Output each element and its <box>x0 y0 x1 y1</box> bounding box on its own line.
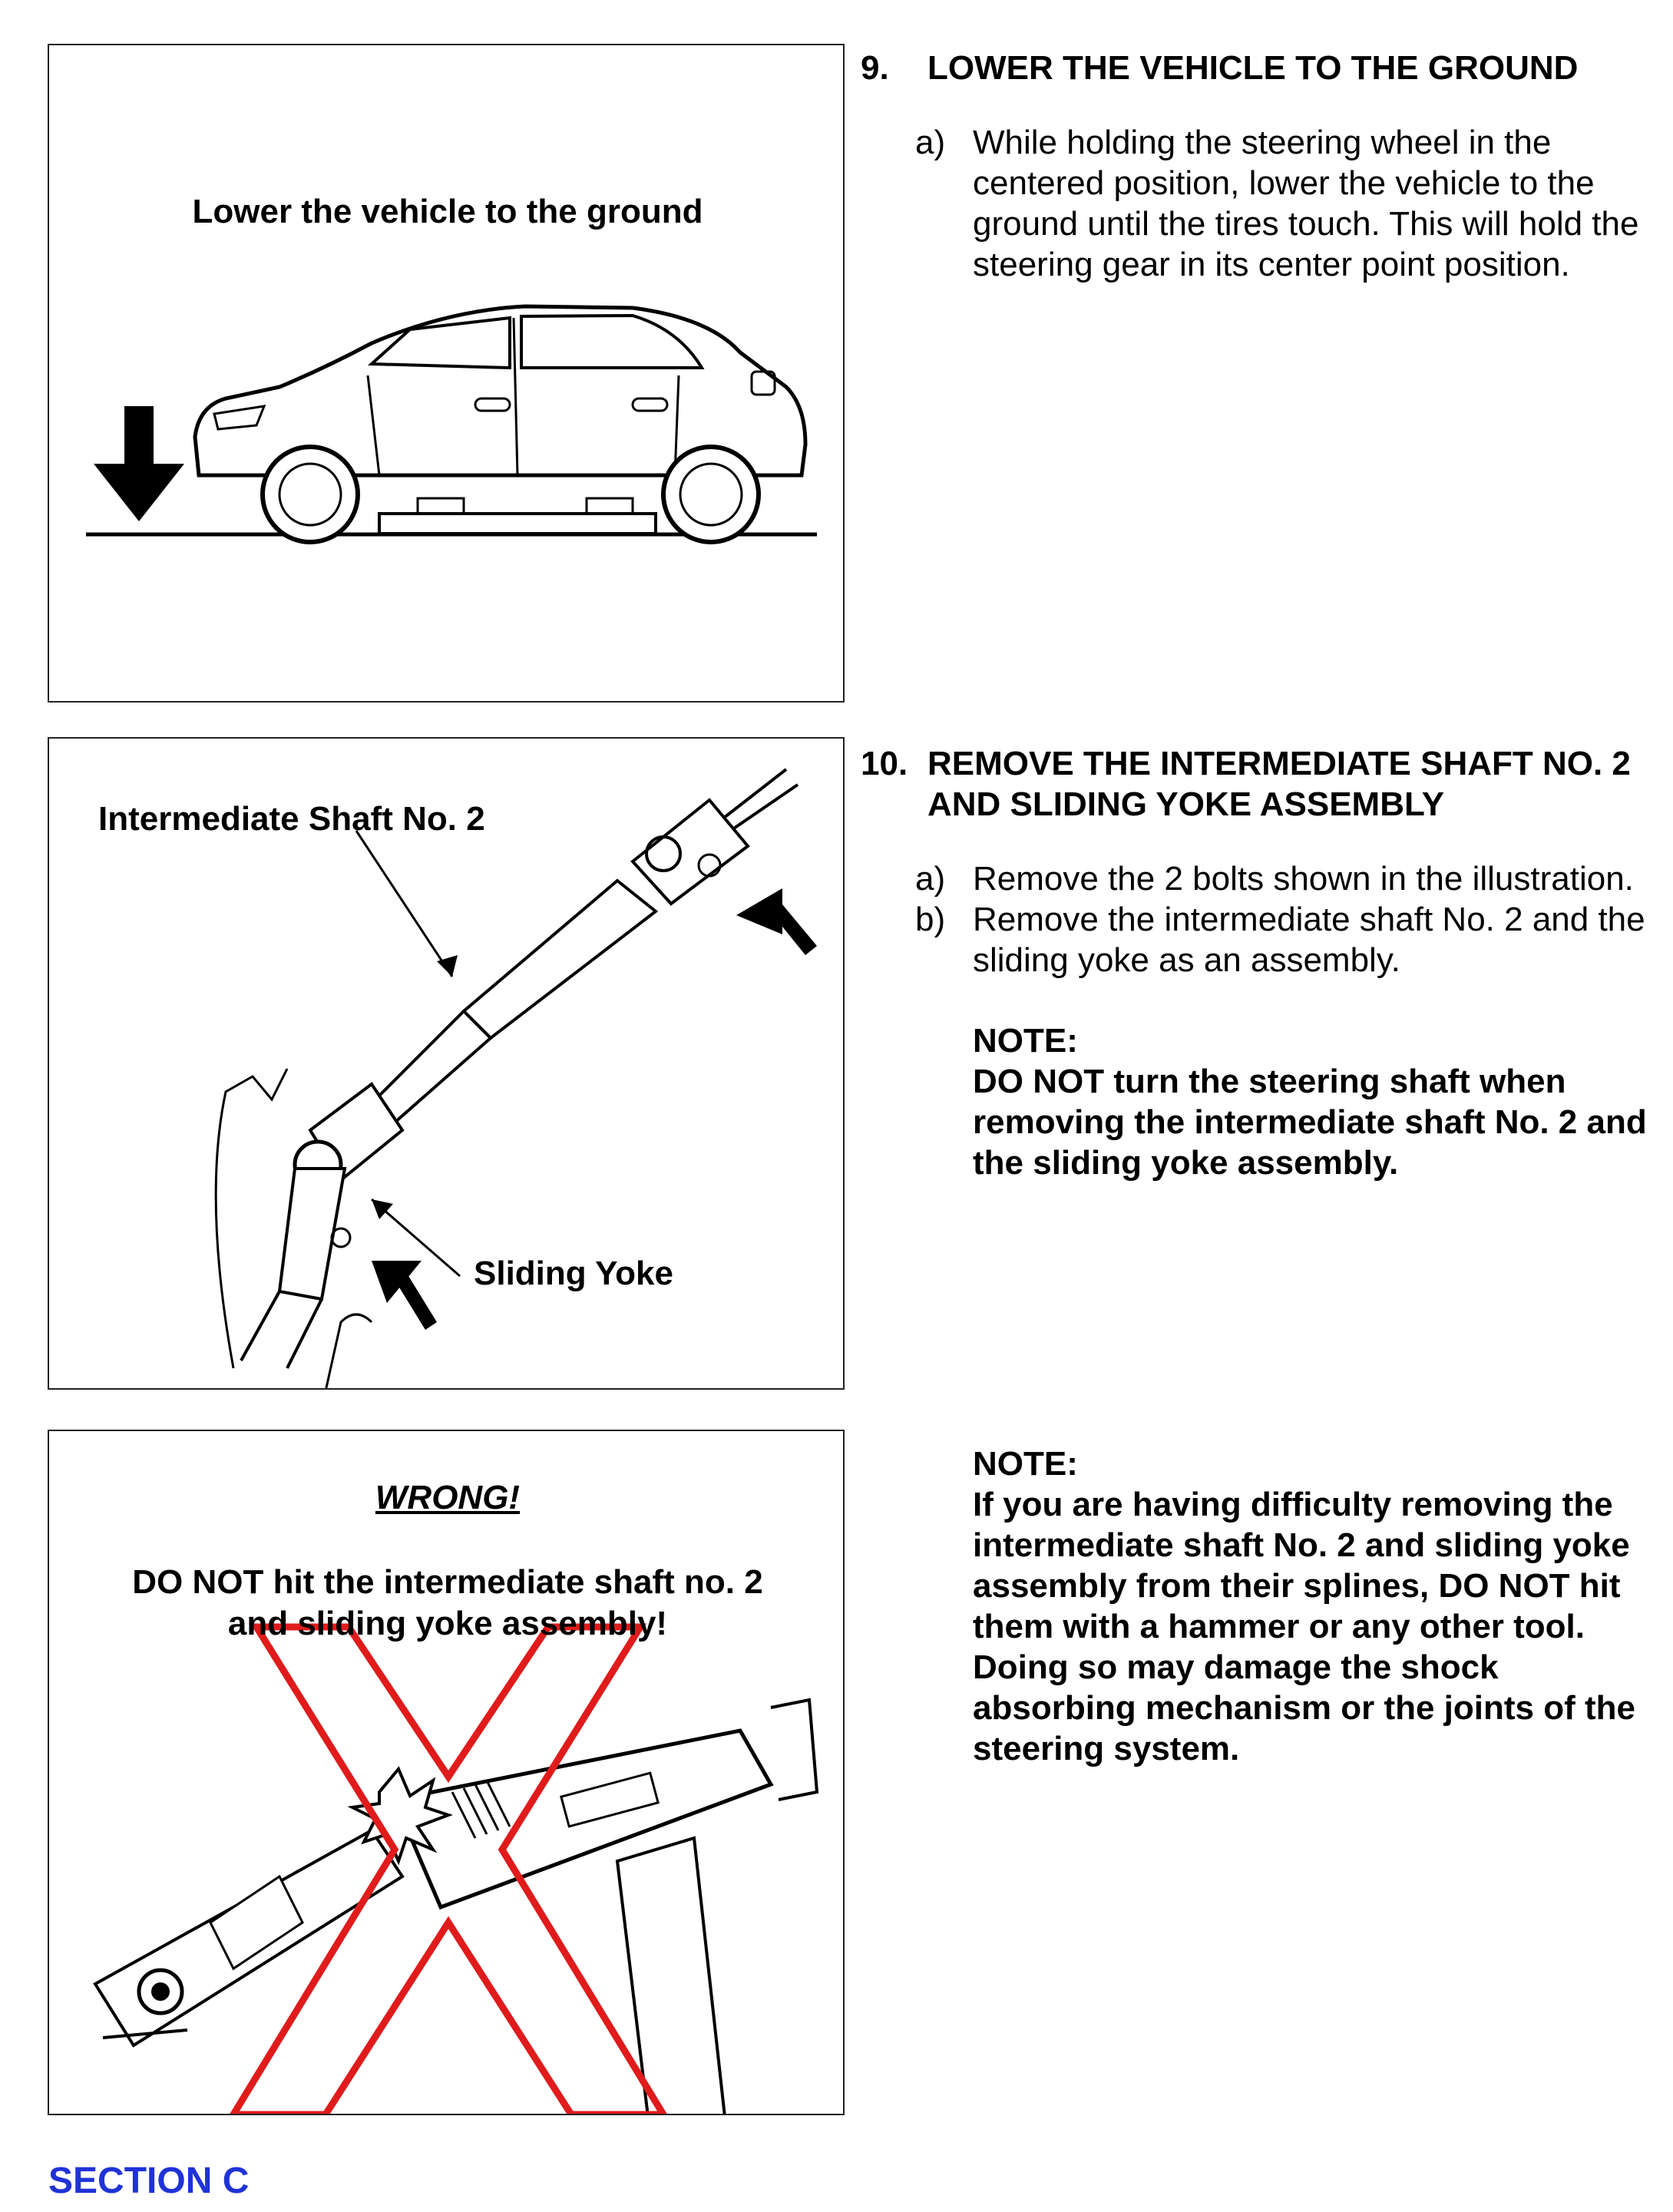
step-10-note: NOTE: DO NOT turn the steering shaft whe… <box>861 1020 1652 1183</box>
step-number: 10. <box>861 745 908 782</box>
figure-lower-vehicle: Lower the vehicle to the ground <box>48 44 845 703</box>
arrow-icon <box>372 1261 437 1330</box>
wrong-x-icon <box>230 1623 667 2114</box>
wrong-caption-line1: DO NOT hit the intermediate shaft no. 2 <box>132 1563 763 1601</box>
figure-intermediate-shaft: Intermediate Shaft No. 2 Sliding Yoke <box>48 737 845 1390</box>
section-label: SECTION C <box>48 2161 250 2201</box>
note-text: DO NOT turn the steering shaft when remo… <box>973 1063 1647 1182</box>
wrong-caption-line2: and sliding yoke assembly! <box>227 1605 668 1642</box>
step-9-heading: 9. LOWER THE VEHICLE TO THE GROUND <box>861 48 1652 88</box>
figure-caption: Lower the vehicle to the ground <box>192 193 703 230</box>
arrow-icon <box>736 888 817 955</box>
step-10-heading: 10. REMOVE THE INTERMEDIATE SHAFT NO. 2 … <box>861 743 1665 825</box>
hammer-illustration <box>93 1623 819 2114</box>
label-sliding-yoke: Sliding Yoke <box>474 1255 673 1292</box>
wrong-title: WRONG! <box>375 1479 521 1516</box>
car-illustration <box>86 304 817 544</box>
step-10-a: a) Remove the 2 bolts shown in the illus… <box>861 858 1652 899</box>
step-9-a: a) While holding the steering wheel in t… <box>861 122 1652 285</box>
figure-wrong: WRONG! DO NOT hit the intermediate shaft… <box>48 1430 845 2115</box>
step-number: 9. <box>861 49 889 87</box>
item-text: Remove the 2 bolts shown in the illustra… <box>973 860 1634 898</box>
step-10: 10. REMOVE THE INTERMEDIATE SHAFT NO. 2 … <box>861 743 1652 1183</box>
item-text: Remove the intermediate shaft No. 2 and … <box>973 901 1645 979</box>
step-title: REMOVE THE INTERMEDIATE SHAFT NO. 2 AND … <box>927 745 1631 823</box>
item-letter: a) <box>915 860 946 898</box>
item-text: While holding the steering wheel in the … <box>973 124 1639 283</box>
note-label: NOTE: <box>973 1022 1078 1060</box>
arrow-down-icon <box>94 406 184 521</box>
label-intermediate-shaft: Intermediate Shaft No. 2 <box>98 800 485 838</box>
step-10-b: b) Remove the intermediate shaft No. 2 a… <box>861 899 1652 980</box>
step-9: 9. LOWER THE VEHICLE TO THE GROUND a) Wh… <box>861 48 1652 285</box>
note-text: If you are having difficulty removing th… <box>973 1486 1635 1767</box>
item-letter: b) <box>915 901 946 938</box>
shaft-illustration <box>214 768 817 1388</box>
item-letter: a) <box>915 124 946 161</box>
note-label: NOTE: <box>973 1445 1078 1483</box>
step-title: LOWER THE VEHICLE TO THE GROUND <box>927 49 1579 87</box>
note-difficulty: NOTE: If you are having difficulty remov… <box>861 1443 1652 1769</box>
